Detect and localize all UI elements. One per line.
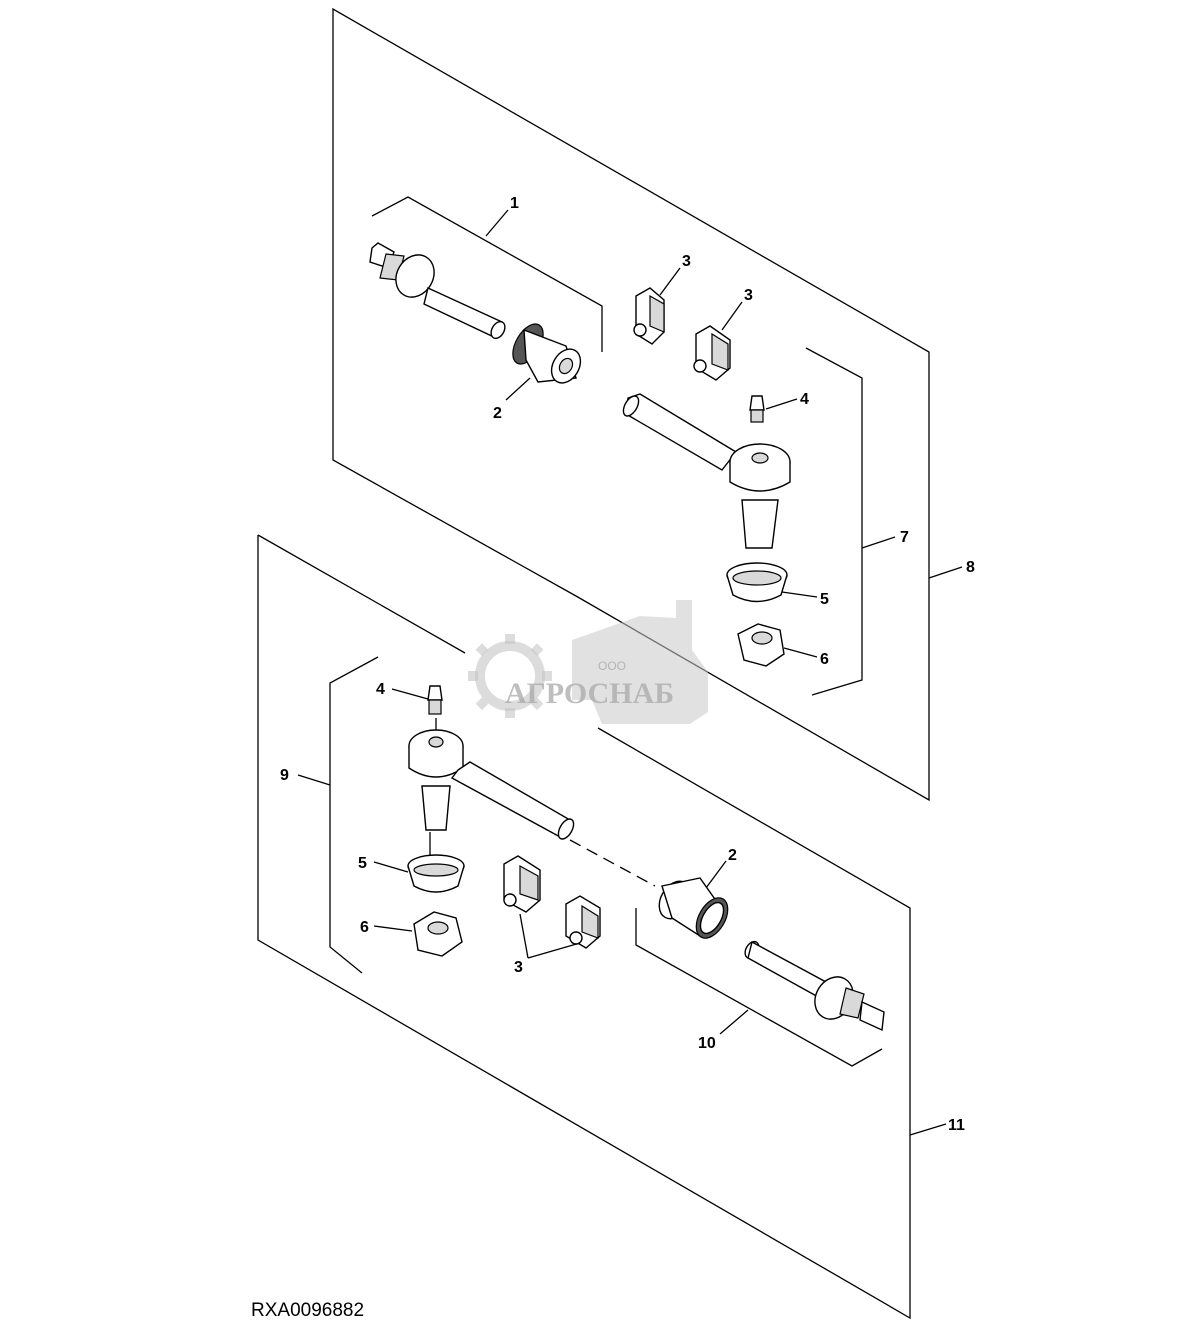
boot-bottom [658,877,729,939]
bracket-9 [329,656,379,974]
inner-tie-rod-top [369,242,506,340]
center-line [569,839,656,887]
callout-6-top: 6 [820,651,829,668]
watermark-name: АГРОСНАБ [505,677,674,710]
callout-6-bottom: 6 [360,919,369,936]
callout-4-top: 4 [800,391,809,408]
callout-labels: 1 2 3 3 4 5 6 7 8 4 9 5 6 2 3 10 11 [280,195,975,1134]
callout-10: 10 [698,1035,716,1052]
bracket-10 [635,908,883,1067]
harvester-logo-icon [572,600,708,724]
callout-5-top: 5 [820,591,829,608]
clamp-bottom-a [503,855,541,913]
callout-5-bottom: 5 [358,855,367,872]
watermark: ООО АГРОСНАБ [468,600,708,724]
bracket-1 [371,196,603,352]
callout-4-bottom: 4 [376,681,385,698]
assembly-frame-11 [257,534,911,1320]
inner-tie-rod-bottom [744,940,885,1032]
grease-fitting-top [749,395,765,423]
seal-bottom [407,854,465,893]
callout-7: 7 [900,529,909,546]
callout-9: 9 [280,767,289,784]
outer-tie-rod-end-top [622,393,791,549]
clamp-top-a [633,287,665,345]
clamp-bottom-b [565,895,601,949]
nut-bottom [413,911,463,957]
callout-3-top-b: 3 [744,287,753,304]
callout-2-bottom: 2 [728,847,737,864]
nut-top [737,623,785,667]
callout-3-top-a: 3 [682,253,691,270]
seal-top [726,562,788,603]
outer-tie-rod-end-bottom [408,729,575,840]
gear-logo-icon [468,634,552,718]
watermark-prefix: ООО [598,659,626,673]
boot-top [512,323,582,384]
callout-1: 1 [510,195,519,212]
callout-11: 11 [948,1117,965,1134]
callout-2-top: 2 [493,405,502,422]
bracket-7 [805,347,863,696]
figure-code: RXA0096882 [251,1300,364,1321]
callout-3-bottom: 3 [514,959,523,976]
assembly-frame-8 [332,7,930,802]
grease-fitting-bottom [427,685,443,715]
callout-8: 8 [966,559,975,576]
clamp-top-b [693,325,731,381]
leader-lines [297,209,963,1136]
